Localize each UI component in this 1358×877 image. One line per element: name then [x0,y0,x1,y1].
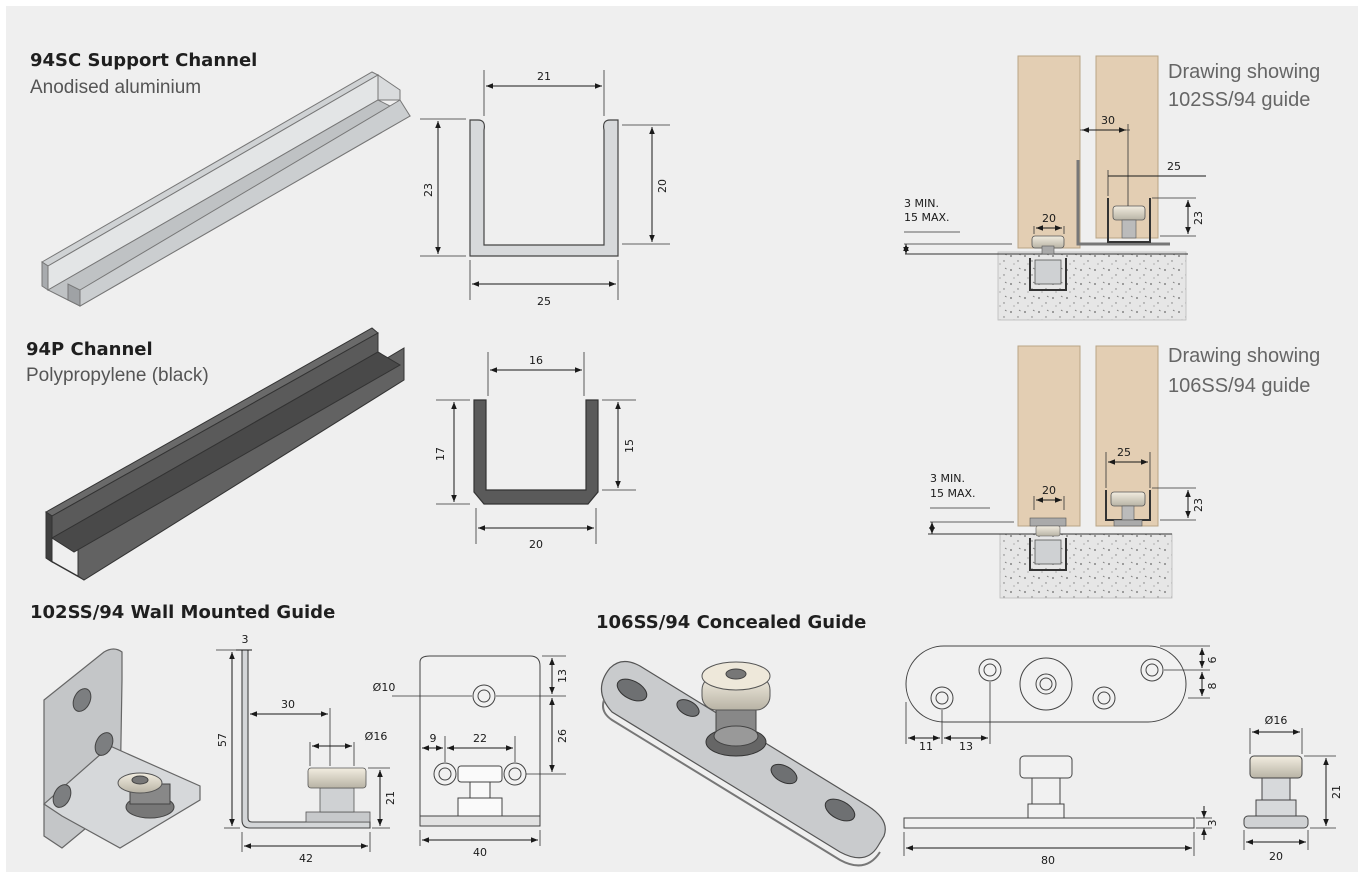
caption-102-line1: Drawing showing [1168,61,1320,83]
dim-wall-offset: 30 [281,698,295,711]
caption-102-line2: 102SS/94 guide [1168,89,1310,111]
p-channel-material: Polypropylene (black) [26,365,209,386]
dim-concealed-thickness: 3 [1206,820,1219,827]
support-channel-3d [41,71,412,307]
dim-wall-height: 57 [216,733,229,747]
p-channel-profile: 16 17 15 20 [434,352,636,551]
dim-102-offset: 30 [1101,114,1115,127]
dim-94p-height-left: 17 [434,447,447,461]
caption-106-line2: 106SS/94 guide [1168,375,1310,397]
dim-wall-hole-spacing-v: 26 [556,729,569,743]
dim-concealed-d3: 11 [919,740,933,753]
dim-wall-edge: 9 [430,732,437,745]
dim-94sc-height-right: 20 [656,179,669,193]
support-channel-profile: 21 23 20 25 [420,70,670,308]
caption-106-line1: Drawing showing [1168,345,1320,367]
note-106-max: 15 MAX. [930,487,976,500]
concealed-guide-top-view: 11 13 6 8 [905,645,1219,753]
dim-106-channel: 20 [1042,484,1056,497]
dim-wall-hole-dia: Ø10 [373,681,396,694]
dim-102-height: 23 [1192,211,1205,225]
note-102-max: 15 MAX. [904,211,950,224]
dim-concealed-wheel-dia: Ø16 [1265,714,1288,727]
note-102-min: 3 MIN. [904,197,939,210]
dim-concealed-base: 20 [1269,850,1283,863]
wall-guide-side-view: 57 3 30 Ø16 21 42 [216,633,397,865]
dim-106-width: 25 [1117,446,1131,459]
dim-wall-base: 42 [299,852,313,865]
note-106-min: 3 MIN. [930,472,965,485]
concealed-guide-3d [600,660,886,867]
p-channel-title: 94P Channel [26,339,153,360]
dim-102-channel: 20 [1042,212,1056,225]
concealed-guide-title: 106SS/94 Concealed Guide [596,612,866,633]
wall-guide-3d [43,648,201,849]
support-channel-material: Anodised aluminium [30,77,201,98]
support-channel-title: 94SC Support Channel [30,50,257,71]
dim-wall-width: 40 [473,846,487,859]
dim-94p-top: 16 [529,354,543,367]
dim-concealed-d2: 8 [1206,683,1219,690]
dim-concealed-d4: 13 [959,740,973,753]
concealed-guide-wheel-view: Ø16 21 20 [1243,714,1343,863]
dim-94sc-top: 21 [537,70,551,83]
dim-94p-height-right: 15 [623,439,636,453]
dim-106-height: 23 [1192,498,1205,512]
dim-94sc-bottom: 25 [537,295,551,308]
dim-wall-top-margin: 13 [556,669,569,683]
concealed-guide-side-view: 3 80 [903,755,1219,867]
dim-94p-bottom: 20 [529,538,543,551]
wall-guide-title: 102SS/94 Wall Mounted Guide [30,602,335,623]
dim-wall-thickness: 3 [242,633,249,646]
dim-94sc-height-left: 23 [422,183,435,197]
drawing-102-installation: 30 25 23 20 3 MIN. 15 MAX. [903,55,1206,321]
dim-concealed-length: 80 [1041,854,1055,867]
wall-guide-front-view: Ø10 13 26 9 22 40 [373,655,569,859]
drawing-106-installation: 25 23 20 3 MIN. 15 MAX. [928,345,1205,599]
dim-102-width: 25 [1167,160,1181,173]
dim-concealed-d1: 6 [1206,657,1219,664]
dim-concealed-height: 21 [1330,785,1343,799]
dim-wall-wheel-height: 21 [384,791,397,805]
dim-wall-wheel-dia: Ø16 [365,730,388,743]
dim-wall-hole-spacing-h: 22 [473,732,487,745]
p-channel-3d [45,327,405,581]
